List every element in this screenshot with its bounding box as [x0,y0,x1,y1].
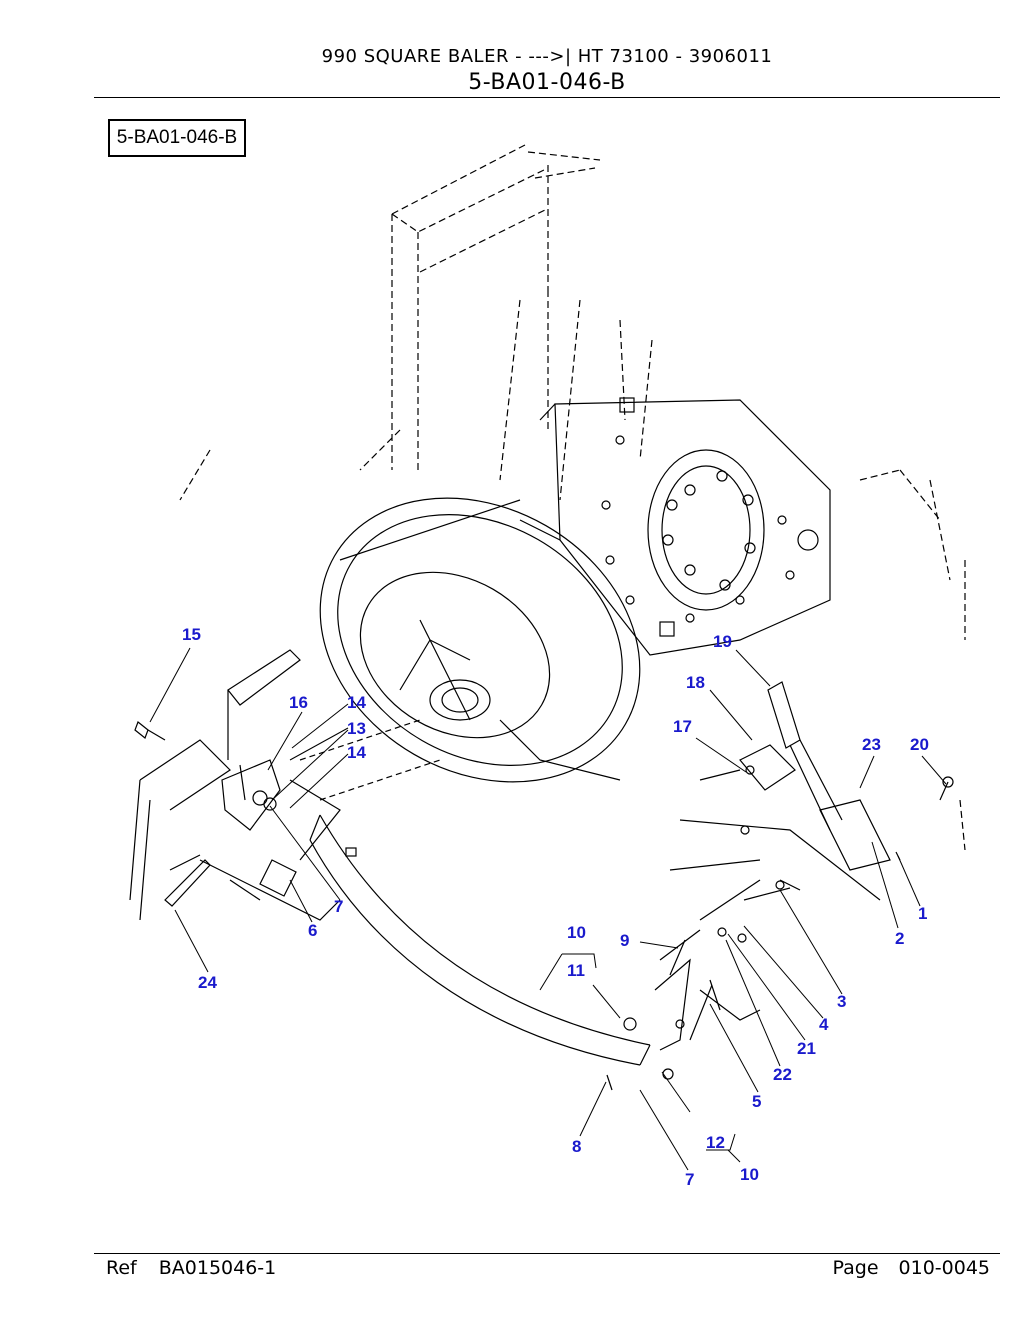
callout-4: 4 [819,1015,829,1034]
callout-9: 9 [620,931,629,950]
callout-2: 2 [895,929,904,948]
callout-20: 20 [910,735,929,754]
callout-19: 19 [713,632,732,651]
callout-18: 18 [686,673,705,692]
document-title: 990 SQUARE BALER - --->| HT 73100 - 3906… [321,46,773,67]
header-rule [94,97,1000,98]
footer-rule [94,1253,1000,1254]
leader-lines [149,647,947,1171]
page-label: Page [832,1257,879,1279]
callout-6: 6 [308,921,317,940]
frame-column [179,144,966,851]
callout-1: 1 [918,904,927,923]
page-number: 010-0045 [898,1257,990,1279]
callout-14-upper: 14 [347,693,366,712]
left-frame [129,649,441,921]
footer-reference: Ref BA015046-1 [106,1257,276,1279]
callout-14-lower: 14 [347,743,366,762]
callout-22: 22 [773,1065,792,1084]
flywheel [319,497,641,783]
lever-assembly [606,681,954,1091]
callout-8: 8 [572,1137,581,1156]
document-subtitle: 5-BA01-046-B [468,70,626,95]
callout-24: 24 [198,973,217,992]
callout-3: 3 [837,992,846,1011]
callout-12: 12 [706,1133,725,1152]
ref-label: Ref [106,1257,137,1279]
figure-label: 5-BA01-046-B [116,127,238,148]
callout-10-lower: 10 [740,1165,759,1184]
left-bracket [134,721,297,907]
callout-7-left: 7 [334,897,343,916]
figure-label-box: 5-BA01-046-B [108,119,246,157]
callout-13: 13 [347,719,366,738]
callout-10-upper: 10 [567,923,586,942]
ref-value: BA015046-1 [158,1257,277,1279]
gearbox-housing [519,397,831,656]
callout-23: 23 [862,735,881,754]
callout-11: 11 [567,961,585,980]
curved-tube [309,814,651,1066]
callout-21: 21 [797,1039,816,1058]
callout-17: 17 [673,717,692,736]
footer-page: Page 010-0045 [833,1257,990,1279]
callout-7-lower: 7 [685,1170,694,1189]
callout-15: 15 [182,625,201,644]
callout-5: 5 [752,1092,761,1111]
callout-16: 16 [289,693,308,712]
